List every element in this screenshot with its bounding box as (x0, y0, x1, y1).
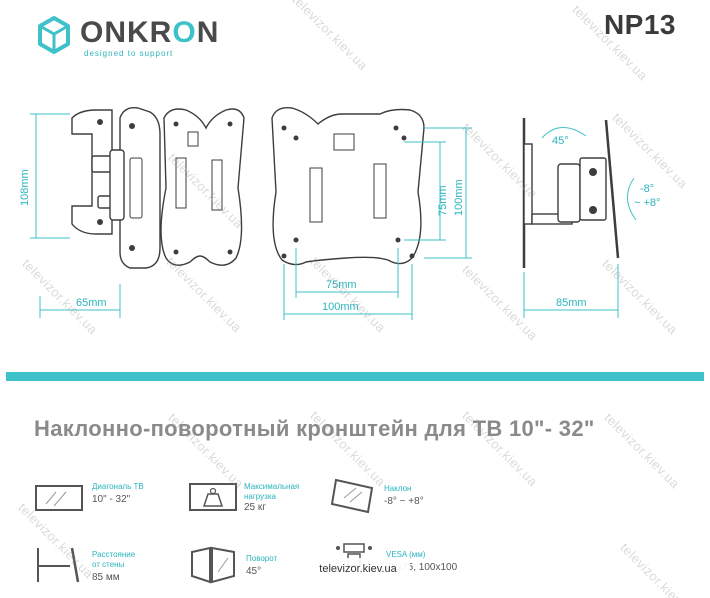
model-number: NP13 (603, 9, 676, 40)
spec-value: 75x75, 100x100 (386, 562, 458, 573)
tilt-plus-label: ~ +8° (634, 197, 660, 209)
dim-vesa-75-h: 75mm (437, 185, 449, 216)
watermark: televizor.kiev.ua (601, 410, 683, 492)
watermark: televizor.kiev.ua (617, 540, 699, 598)
tv-screen-icon (35, 485, 83, 511)
spec-wall-distance: Расстояние от стены 85 мм (34, 544, 174, 594)
swivel-angle-label: 45° (552, 135, 569, 147)
spec-label: Диагональ ТВ (92, 482, 144, 491)
spec-value: 45° (246, 566, 262, 577)
spec-value: 10" - 32" (92, 494, 131, 505)
tilt-screen-icon (330, 478, 374, 514)
swivel-screen-icon (191, 546, 235, 584)
accent-divider (6, 372, 704, 381)
spec-label: Наклон (384, 484, 412, 493)
brand-name: ONKRON (80, 16, 220, 49)
brand-logo: ONKRON designed to support (34, 12, 234, 58)
spec-swivel: Поворот 45° (188, 544, 308, 594)
side-view: 108mm 65mm (19, 107, 161, 318)
wall-mount-icon (37, 547, 80, 583)
dim-vesa-100-w: 100mm (322, 301, 359, 313)
watermark: televizor.kiev.ua (289, 0, 371, 74)
dim-depth-65: 65mm (76, 297, 107, 309)
spec-diagonal: Диагональ ТВ 10" - 32" (34, 478, 164, 528)
profile-view: 45° -8° ~ +8° 85mm (522, 118, 660, 318)
dim-height-108: 108mm (19, 169, 31, 206)
dim-vesa-100-h: 100mm (453, 179, 465, 216)
product-title: Наклонно-поворотный кронштейн для ТВ 10"… (34, 416, 595, 441)
front-view: 75mm 100mm 75mm 100mm (271, 107, 472, 320)
tilt-minus-label: -8° (640, 183, 654, 195)
spec-label: VESA (мм) (386, 550, 426, 559)
logo-cube-icon (38, 16, 70, 54)
weight-icon (189, 483, 237, 511)
spec-label: Расстояние от стены (92, 550, 136, 569)
tv-plate-side (160, 108, 245, 266)
technical-drawing: 108mm 65mm (19, 107, 660, 320)
spec-value: -8° ~ +8° (384, 496, 424, 507)
spec-label: Поворот (246, 554, 278, 563)
spec-max-load: Максимальная нагрузка 25 кг (188, 478, 328, 528)
dim-wall-85: 85mm (556, 297, 587, 309)
dim-vesa-75-w: 75mm (326, 279, 357, 291)
brand-tagline: designed to support (84, 49, 174, 58)
spec-value: 25 кг (244, 502, 266, 513)
watermark-caption: televizor.kiev.ua (306, 558, 410, 580)
spec-tilt: Наклон -8° ~ +8° (330, 474, 460, 524)
spec-value: 85 мм (92, 572, 120, 583)
spec-label: Максимальная нагрузка (244, 482, 300, 501)
